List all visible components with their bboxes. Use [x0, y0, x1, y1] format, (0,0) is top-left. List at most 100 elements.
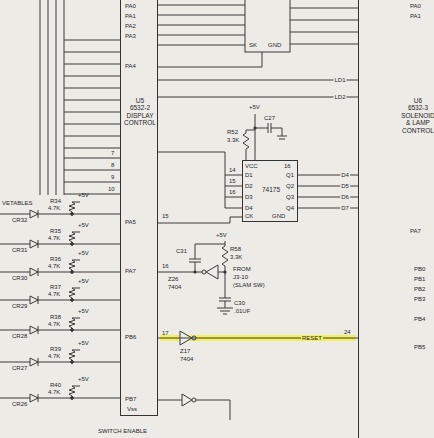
signal-label: LD2: [333, 94, 346, 100]
wire: [64, 0, 65, 195]
signal-label: PA0: [410, 3, 421, 9]
wire: [220, 311, 230, 312]
part-label: R36: [50, 256, 61, 262]
input-row: [0, 362, 120, 363]
signal-label: PA1: [410, 13, 421, 19]
pin-number: 10: [108, 186, 115, 192]
chip-name: 6532-3 SOLENOID & LAMP CONTROL: [399, 104, 434, 134]
input-row: [30, 240, 38, 248]
pin-number: 7404: [180, 356, 193, 362]
input-row: [0, 398, 120, 399]
part-label: R37: [50, 284, 61, 290]
part-label: R35: [50, 228, 61, 234]
signal-label: +5V: [249, 104, 260, 110]
wire: [64, 112, 120, 113]
signal-label: D4: [340, 172, 350, 178]
input-row: [69, 288, 80, 300]
pin-number: 7404: [168, 284, 181, 290]
input-row: [38, 394, 39, 402]
junction-dot: [193, 270, 196, 273]
signal-label: CK: [245, 213, 253, 219]
signal-label: SWITCH ENABLE: [98, 428, 147, 434]
wire: [225, 272, 226, 298]
input-row: [30, 394, 38, 402]
signal-label: Q3: [286, 194, 294, 200]
input-row: [71, 329, 74, 332]
wire: [225, 301, 226, 308]
part-label: R34: [50, 198, 61, 204]
signal-label: Vss: [127, 406, 137, 412]
signal-label: 4.7K: [48, 389, 60, 395]
part-label: R39: [50, 346, 61, 352]
wire: [268, 123, 269, 133]
signal-label: FROM: [233, 266, 251, 272]
signal-label: PA7: [410, 228, 421, 234]
input-row: [69, 232, 80, 244]
pin-number: 16: [284, 163, 291, 169]
input-row: [30, 296, 38, 304]
wire: [64, 40, 120, 41]
signal-label: PA4: [125, 63, 136, 69]
wire: [158, 152, 225, 208]
signal-label: PB5: [414, 344, 425, 350]
wire: [40, 0, 358, 420]
signal-label: PA1: [125, 13, 136, 19]
signal-label: 4.7K: [48, 291, 60, 297]
part-label: C30: [234, 300, 245, 306]
signal-label: PA7: [125, 268, 136, 274]
part-label: CR28: [12, 333, 27, 339]
latch-chip: 74175: [242, 160, 298, 222]
input-row: [38, 268, 39, 276]
wire: [290, 20, 358, 21]
signal-label: RESET: [301, 335, 323, 341]
part-label: R40: [50, 382, 61, 388]
pin-number: 16: [229, 189, 236, 195]
wire: [40, 0, 41, 195]
signal-label: D6: [340, 194, 350, 200]
part-label: R38: [50, 314, 61, 320]
signal-label: Q1: [286, 172, 294, 178]
signal-label: GND: [272, 213, 285, 219]
wire: [290, 44, 358, 45]
input-row: [38, 326, 39, 334]
wire: [158, 35, 245, 36]
wire: [64, 170, 120, 171]
wire: [243, 130, 255, 160]
pin-number: 7: [111, 150, 114, 156]
signal-label: D5: [340, 183, 350, 189]
chip-text-block: U66532-3 SOLENOID & LAMP CONTROL: [399, 0, 434, 134]
part-label: CR30: [12, 275, 27, 281]
signal-label: Q2: [286, 183, 294, 189]
signal-label: 4.7K: [48, 235, 60, 241]
pin-number: 17: [162, 330, 169, 336]
input-row: [69, 350, 80, 362]
wire-connector: [158, 338, 358, 339]
wire: [64, 194, 120, 195]
input-row: [0, 214, 120, 215]
input-row: [69, 202, 80, 214]
input-row: [71, 243, 74, 246]
wire: [279, 139, 285, 140]
pin-number: 24: [344, 329, 351, 335]
part-designator: U6: [399, 97, 434, 104]
part-label: C27: [264, 115, 275, 121]
input-row: [0, 330, 120, 331]
input-row: [0, 272, 120, 273]
input-row: [0, 300, 120, 301]
part-label: CR29: [12, 303, 27, 309]
part-label: CR32: [12, 217, 27, 223]
input-row: [69, 260, 80, 272]
signal-label: +5V: [78, 278, 89, 284]
pin-number: 9: [111, 174, 114, 180]
input-row: [69, 318, 80, 330]
chip-name: 6532-2 DISPLAY CONTROL: [121, 104, 159, 126]
signal-label: PB0: [414, 266, 425, 272]
signal-label: +5V: [78, 192, 89, 198]
pin-number: 8: [111, 162, 114, 168]
wire: [196, 400, 230, 420]
wire: [225, 208, 242, 209]
input-row: [30, 210, 38, 218]
wire: [271, 128, 282, 136]
